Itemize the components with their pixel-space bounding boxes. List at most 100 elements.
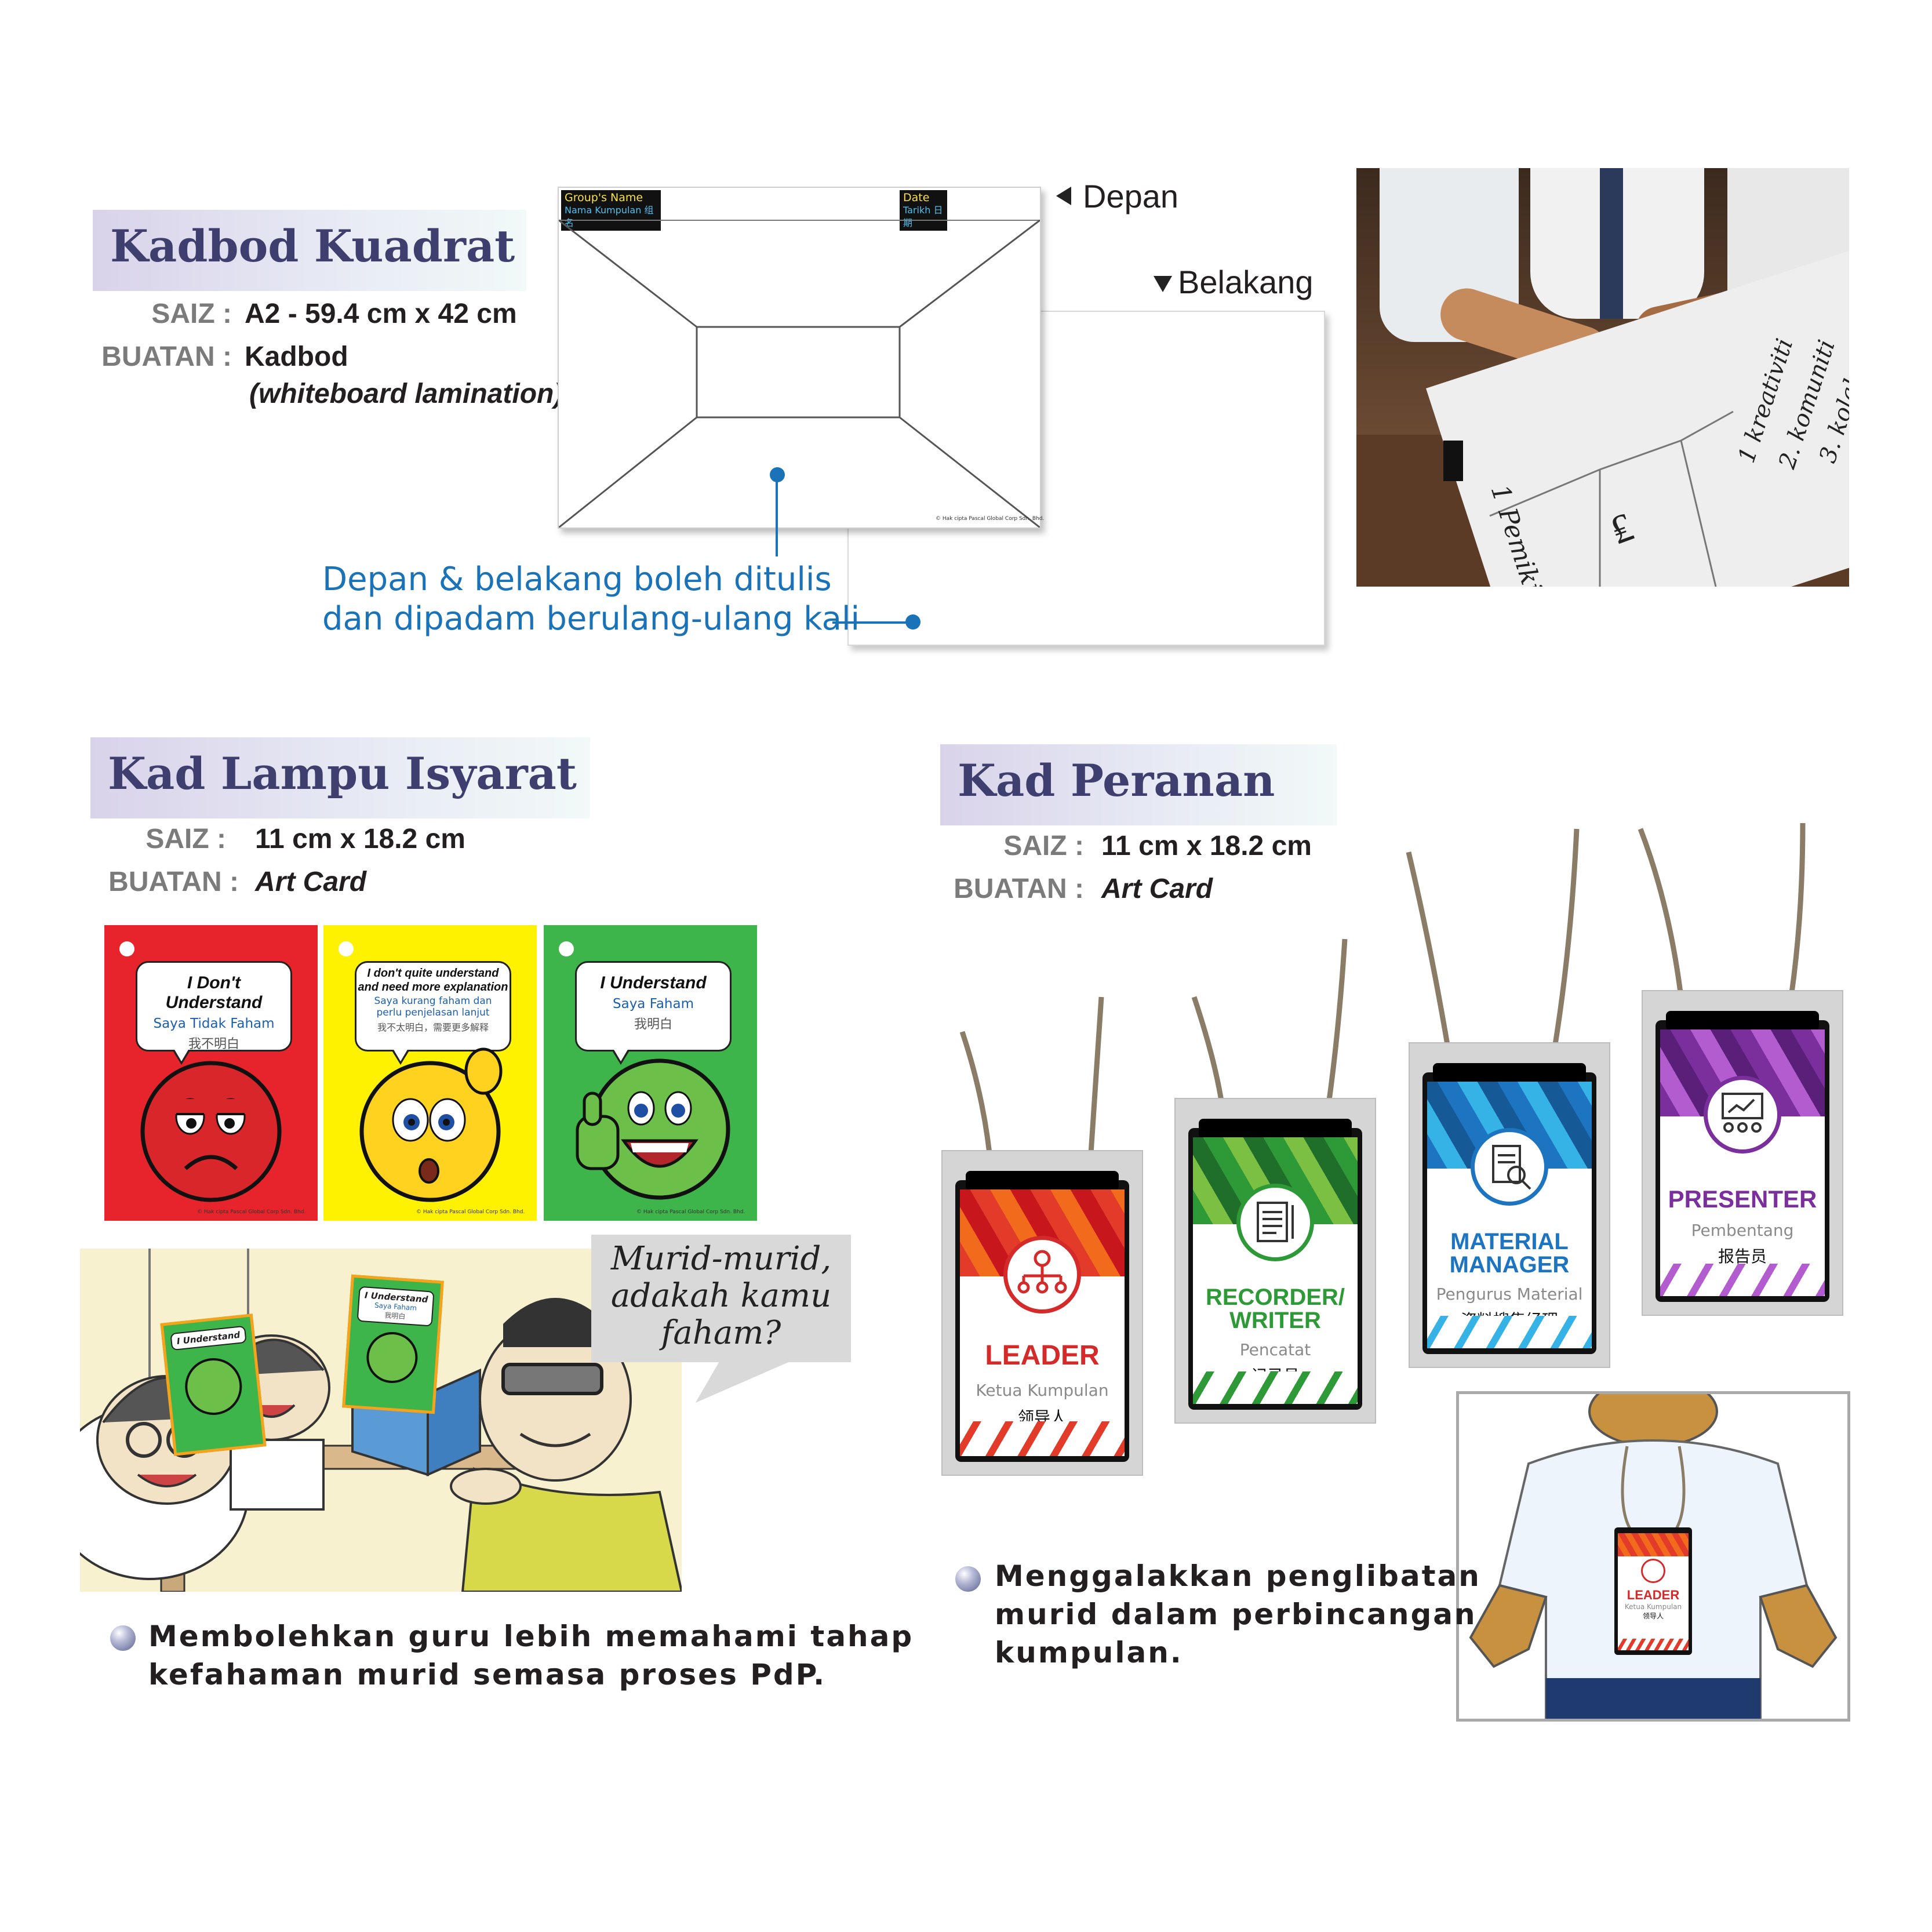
peranan-title: Kad Peranan	[958, 755, 1275, 806]
lampu-bullet-line2: kefahaman murid semasa proses PdP.	[148, 1658, 827, 1691]
happy-face-icon	[576, 1058, 730, 1200]
peranan-size-value: 11 cm x 18.2 cm	[1101, 831, 1312, 861]
green-card-copyright: © Hak cipta Pascal Global Corp Sdn. Bhd.	[636, 1209, 745, 1215]
front-label: Depan	[1083, 178, 1179, 214]
red-speech-bubble: I Don't Understand Saya Tidak Faham 我不明白	[136, 961, 292, 1065]
presenter-zh: 报告员	[1718, 1247, 1767, 1266]
yellow-card-en-1: I don't quite understand	[367, 967, 499, 980]
red-card-ms: Saya Tidak Faham	[153, 1016, 275, 1031]
callout-dot-back	[905, 614, 920, 630]
role-card-recorder: RECORDER/WRITER Pencatat 记录员	[1174, 1098, 1376, 1424]
lampu-material-value: Art Card	[255, 867, 367, 897]
comic-card1-en: I Understand	[176, 1329, 241, 1347]
callout-line-back	[832, 621, 908, 624]
kadbod-copyright: © Hak cipta Pascal Global Corp Sdn. Bhd.	[936, 516, 1045, 522]
presenter-name: PRESENTER	[1668, 1185, 1817, 1213]
kadbod-title: Kadbod Kuadrat	[110, 220, 515, 272]
callout-line-front	[776, 481, 778, 556]
lampu-title-band: Kad Lampu Isyarat	[90, 737, 590, 818]
back-label: Belakang	[1178, 264, 1314, 300]
peranan-bullet-icon	[955, 1566, 981, 1592]
notepad-pen-icon	[1236, 1184, 1314, 1261]
mini-leader-ms: Ketua Kumpulan	[1624, 1603, 1682, 1611]
role-card-presenter: PRESENTER Pembentang 报告员	[1642, 990, 1843, 1316]
mini-leader-name: LEADER	[1627, 1588, 1680, 1602]
red-card-copyright: © Hak cipta Pascal Global Corp Sdn. Bhd.	[197, 1209, 306, 1215]
kadbod-size-label: SAIZ :	[151, 299, 232, 329]
peranan-bullet-line1: Menggalakkan penglibatan	[995, 1559, 1481, 1593]
mini-leader-card: LEADER Ketua Kumpulan 领导人	[1614, 1527, 1692, 1655]
classroom-comic: I Understand I Understand Saya Faham 我明白	[80, 1249, 682, 1592]
recorder-name-2: WRITER	[1229, 1308, 1321, 1333]
kadbod-note-line1: Depan & belakang boleh ditulis	[322, 561, 832, 598]
comic-held-card-1: I Understand	[160, 1314, 267, 1456]
yellow-card-zh: 我不太明白，需要更多解释	[377, 1022, 489, 1033]
date-en: Date	[903, 191, 930, 204]
green-speech-bubble: I Understand Saya Faham 我明白	[575, 961, 732, 1065]
document-search-icon	[1471, 1128, 1548, 1206]
yellow-card-copyright: © Hak cipta Pascal Global Corp Sdn. Bhd.	[416, 1209, 525, 1215]
leader-ms: Ketua Kumpulan	[976, 1381, 1109, 1400]
lampu-material-label: BUATAN :	[108, 867, 239, 897]
material-name-1: MATERIAL	[1450, 1229, 1569, 1254]
sad-face-icon	[140, 1061, 282, 1202]
leader-name: LEADER	[985, 1340, 1100, 1371]
signal-card-red: I Don't Understand Saya Tidak Faham 我不明白…	[104, 925, 318, 1221]
peranan-size-label: SAIZ :	[1003, 831, 1084, 861]
callout-dot-front	[770, 467, 785, 482]
lampu-size-label: SAIZ :	[145, 824, 226, 854]
red-card-en: I Don't Understand	[165, 973, 263, 1012]
mini-leader-zh: 领导人	[1642, 1612, 1664, 1620]
four-corner-diagram	[559, 219, 1040, 527]
material-ms: Pengurus Material	[1436, 1285, 1583, 1304]
yellow-card-ms-1: Saya kurang faham dan	[374, 995, 492, 1007]
peranan-material-label: BUATAN :	[954, 874, 1084, 904]
yellow-card-en-2: and need more explanation	[358, 981, 508, 994]
speech-line-2: adakah kamu	[610, 1277, 832, 1315]
speech-bubble-tail	[695, 1362, 789, 1403]
kadbod-front-board: Group's Name Nama Kumpulan 组名 Date Tarik…	[558, 187, 1045, 529]
green-card-en: I Understand	[600, 973, 707, 992]
teacher-speech-bubble: Murid-murid, adakah kamu faham?	[591, 1235, 851, 1362]
comic-held-card-2: I Understand Saya Faham 我明白	[342, 1274, 444, 1414]
group-name-en: Group's Name	[565, 191, 643, 204]
date-tag: Date Tarikh 日期	[900, 190, 947, 231]
kadbod-size-value: A2 - 59.4 cm x 42 cm	[245, 299, 517, 329]
people-hierarchy-icon	[1003, 1236, 1081, 1314]
presenter-ms: Pembentang	[1691, 1221, 1794, 1240]
peranan-bullet-line3: kumpulan.	[995, 1636, 1183, 1669]
lampu-title: Kad Lampu Isyarat	[108, 748, 577, 799]
lampu-bullet-icon	[110, 1625, 136, 1651]
kadbod-title-band: Kadbod Kuadrat	[93, 210, 526, 291]
presentation-board-icon	[1704, 1076, 1781, 1154]
peranan-bullet-line2: murid dalam perbincangan	[995, 1598, 1477, 1631]
lampu-size-value: 11 cm x 18.2 cm	[255, 824, 465, 854]
speech-line-1: Murid-murid,	[610, 1240, 832, 1278]
photo-board-lines	[1489, 410, 1734, 587]
photo-date-tag	[1443, 441, 1463, 481]
green-card-ms: Saya Faham	[613, 996, 694, 1012]
kadbod-material-value: Kadbod	[245, 341, 348, 372]
recorder-ms: Pencatat	[1239, 1340, 1311, 1359]
signal-card-green: I Understand Saya Faham 我明白 © Hak cipta …	[544, 925, 757, 1221]
kadbod-note-line2: dan dipadam berulang-ulang kali	[322, 600, 860, 638]
recorder-name-1: RECORDER/	[1205, 1285, 1345, 1310]
green-card-zh: 我明白	[634, 1017, 672, 1032]
red-card-zh: 我不明白	[188, 1037, 239, 1051]
lampu-bullet-line1: Membolehkan guru lebih memahami tahap	[148, 1620, 914, 1653]
yellow-card-ms-2: perlu penjelasan lanjut	[376, 1007, 490, 1018]
material-name-2: MANAGER	[1449, 1252, 1570, 1278]
students-writing-photo: 1 Pemikir 1 kreativiti 2. komuniti 3. ko…	[1356, 168, 1849, 587]
kadbod-material-label: BUATAN :	[101, 341, 232, 372]
peranan-material-value: Art Card	[1101, 874, 1213, 904]
back-arrow-icon	[1154, 276, 1172, 292]
classroom-illustration	[80, 1249, 682, 1592]
confused-face-icon	[359, 1047, 503, 1202]
kadbod-material-note: (whiteboard lamination)	[249, 379, 563, 409]
student-wearing-card-illustration: LEADER Ketua Kumpulan 领导人	[1456, 1391, 1850, 1722]
peranan-title-band: Kad Peranan	[940, 744, 1337, 825]
speech-line-3: faham?	[661, 1314, 781, 1352]
